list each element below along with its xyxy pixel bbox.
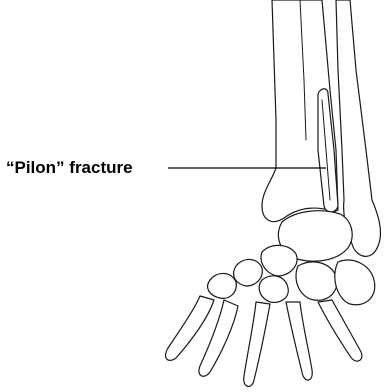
metatarsal-3 <box>244 302 270 386</box>
navicular <box>261 245 297 276</box>
cuneiform-2 <box>259 276 288 303</box>
cuneiform-1 <box>234 259 263 286</box>
metatarsal-5 <box>318 300 362 361</box>
cuboid <box>296 262 337 300</box>
calcaneus <box>335 260 375 305</box>
cuneiform-3 <box>208 273 237 298</box>
fracture-label: “Pilon” fracture <box>6 158 133 178</box>
metatarsal-4 <box>286 302 312 380</box>
